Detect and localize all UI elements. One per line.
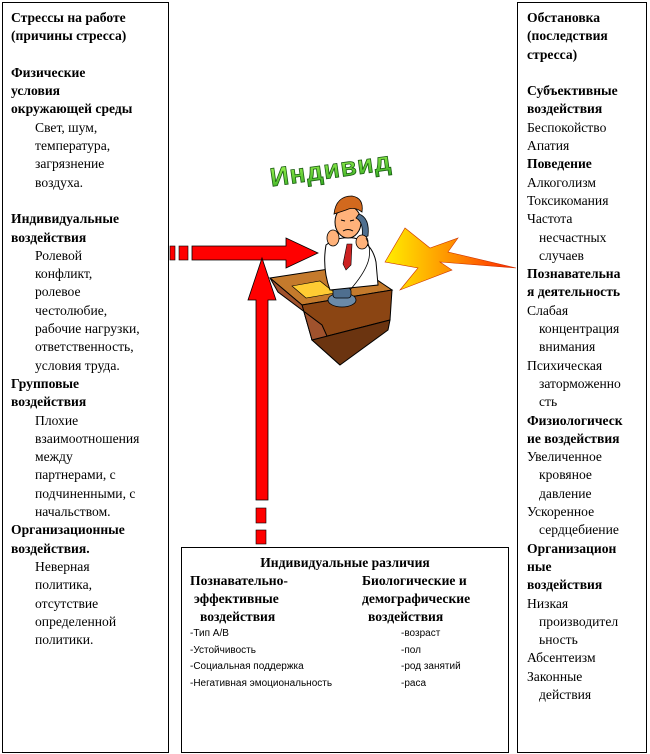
cause-heading: воздействия — [11, 229, 87, 245]
cause-item: конфликт, — [35, 266, 93, 282]
consequence-item: давление — [539, 485, 592, 501]
consequence-item: Беспокойство — [527, 119, 607, 135]
cause-item: между — [35, 449, 73, 465]
consequence-item: Увеличенное — [527, 449, 602, 465]
cognitive-item: -Негативная эмоциональность — [190, 677, 333, 689]
right-panel-title: стресса) — [527, 46, 578, 62]
cause-heading: воздействия. — [11, 540, 90, 556]
consequence-item: кровяное — [539, 467, 592, 483]
cognitive-item: -Тип А/В — [190, 628, 229, 639]
consequence-item: внимания — [539, 339, 596, 355]
biological-item: -пол — [401, 644, 421, 656]
consequence-item: заторможенно — [539, 375, 621, 391]
consequence-item: несчастных — [539, 229, 607, 245]
individual-differences-title: Индивидуальные различия — [260, 555, 430, 570]
cognitive-item: -Социальная поддержка — [190, 661, 304, 672]
cause-item: загрязнение — [35, 156, 105, 172]
cause-heading: Индивидуальные — [11, 211, 119, 227]
cause-heading: условия — [11, 83, 61, 99]
consequence-item: сть — [539, 394, 558, 410]
consequence-item: Психическая — [527, 357, 603, 373]
consequence-heading: Организацион — [527, 540, 617, 556]
cause-item: воздуха. — [35, 174, 84, 190]
differences-arrow — [247, 256, 277, 545]
cause-item: температура, — [35, 138, 111, 154]
consequence-item: Низкая — [527, 595, 569, 611]
stressed-person-clipart — [268, 195, 394, 366]
cause-item: ответственность, — [35, 339, 134, 355]
consequence-item: случаев — [539, 247, 584, 263]
consequence-item: Алкоголизм — [527, 174, 597, 190]
cause-item: отсутствие — [35, 595, 99, 611]
cause-item: партнерами, с — [35, 467, 116, 483]
cause-item: ролевое — [35, 284, 81, 300]
consequence-item: ьность — [539, 632, 578, 648]
cause-heading: воздействия — [11, 394, 87, 410]
consequence-item: Абсентеизм — [527, 650, 596, 666]
stress-consequences-panel: Обстановка (последствия стресса) Субъективн… — [517, 2, 647, 753]
consequence-item: Слабая — [527, 302, 569, 318]
cause-item: честолюбие, — [35, 302, 108, 318]
left-panel-title: (причины стресса) — [11, 28, 127, 44]
cause-heading: Организационные — [11, 522, 125, 538]
cause-item: Неверная — [35, 558, 90, 574]
cause-item: условия труда. — [35, 357, 120, 373]
cause-heading: Физические — [11, 64, 86, 80]
individual-differences-panel: Индивидуальные различия Познавательно- э… — [181, 547, 509, 753]
consequence-item: концентрация — [539, 321, 620, 337]
biological-heading: Биологические и демографические воздейст… — [362, 573, 471, 624]
causes-arrow — [169, 237, 319, 269]
cause-heading: окружающей среды — [11, 101, 133, 117]
cause-item: Свет, шум, — [35, 119, 98, 135]
consequence-item: действия — [539, 686, 592, 702]
biological-item: -раса — [401, 677, 427, 689]
consequence-item: Токсикомания — [527, 192, 609, 208]
cause-item: определенной — [35, 613, 117, 629]
consequence-item: Апатия — [527, 138, 570, 154]
consequence-item: сердцебиение — [539, 522, 619, 538]
cause-item: политики. — [35, 632, 94, 648]
cause-item: Ролевой — [35, 247, 83, 263]
cause-item: рабочие нагрузки, — [35, 321, 140, 337]
left-panel-title: Стрессы на работе — [11, 10, 126, 25]
consequence-heading: ные — [527, 558, 552, 574]
consequence-heading: воздействия — [527, 101, 603, 117]
consequence-item: Частота — [527, 211, 573, 227]
biological-item: -возраст — [401, 628, 441, 639]
cause-item: взаимоотношения — [35, 430, 140, 446]
cause-item: подчиненными, с — [35, 485, 136, 501]
consequence-heading: я деятельность — [527, 284, 621, 300]
right-panel-title: Обстановка — [527, 10, 601, 25]
lightning-bolt-icon — [384, 227, 517, 291]
cause-item: политика, — [35, 577, 92, 593]
consequence-heading: воздействия — [527, 577, 603, 593]
consequence-item: Ускоренное — [527, 504, 595, 520]
individual-label: Индивид — [268, 146, 393, 193]
consequence-heading: ие воздействия — [527, 430, 620, 446]
biological-item: -род занятий — [401, 661, 461, 672]
right-panel-title: (последствия — [527, 28, 608, 44]
stress-causes-panel: Стрессы на работе (причины стресса) Физиче… — [2, 2, 169, 753]
cognitive-item: -Устойчивость — [190, 644, 256, 656]
consequence-item: производител — [539, 613, 619, 629]
consequence-heading: Физиологическ — [527, 412, 623, 428]
cause-item: Плохие — [35, 412, 79, 428]
consequence-heading: Субъективные — [527, 83, 618, 99]
consequence-item: Законные — [527, 668, 583, 684]
consequence-heading: Поведение — [527, 156, 592, 172]
cognitive-heading: Познавательно- эффективные воздействия — [190, 573, 288, 624]
cause-item: начальством. — [35, 504, 111, 520]
consequence-heading: Познавательна — [527, 266, 621, 282]
cause-heading: Групповые — [11, 375, 80, 391]
